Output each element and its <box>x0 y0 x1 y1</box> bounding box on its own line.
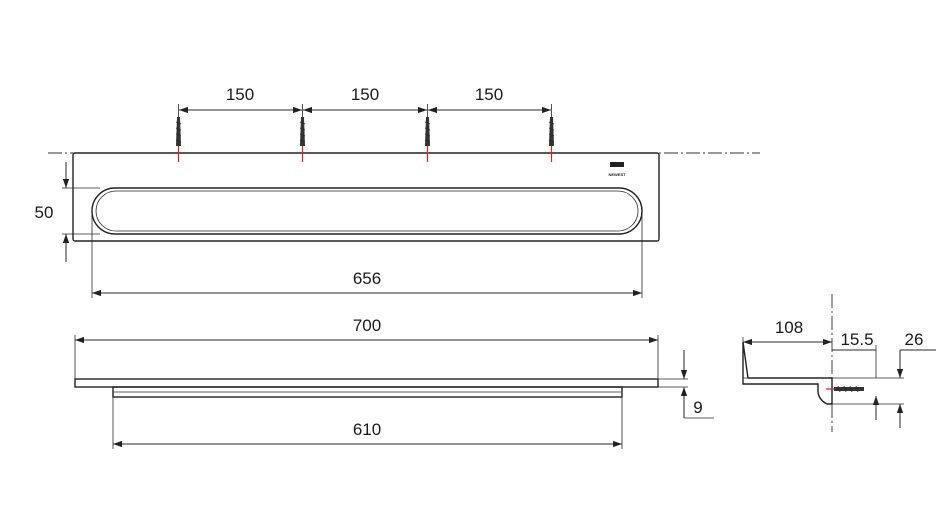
side-screw <box>826 385 864 393</box>
brand-logo: NEWEST <box>608 162 626 177</box>
dim-spacing-3: 150 <box>475 85 503 104</box>
brand-logo-text: NEWEST <box>608 172 626 177</box>
side-profile <box>742 341 833 405</box>
bottom-view: 700 610 9 <box>74 316 714 449</box>
dim-total-length: 700 <box>353 316 381 335</box>
dim-spacing-2: 150 <box>351 85 379 104</box>
screw-1 <box>175 117 182 162</box>
screw-3 <box>424 117 431 162</box>
side-view: 108 15.5 26 <box>742 294 936 432</box>
front-slot <box>91 187 643 235</box>
screw-2 <box>299 117 306 162</box>
dim-depth: 108 <box>775 318 803 337</box>
dim-plate-thickness: 9 <box>693 398 702 417</box>
front-plate <box>72 152 660 242</box>
front-slot-inner <box>95 190 639 232</box>
screw-4 <box>548 117 555 162</box>
dim-spacing-1: 150 <box>226 85 254 104</box>
dim-slot-length: 656 <box>353 269 381 288</box>
front-view: NEWEST 150 150 <box>35 85 760 298</box>
dim-slot-height: 50 <box>35 203 54 222</box>
dim-height: 26 <box>905 330 924 349</box>
bottom-plate <box>74 378 659 388</box>
dim-offset: 15.5 <box>840 330 873 349</box>
dim-base-length: 610 <box>353 420 381 439</box>
